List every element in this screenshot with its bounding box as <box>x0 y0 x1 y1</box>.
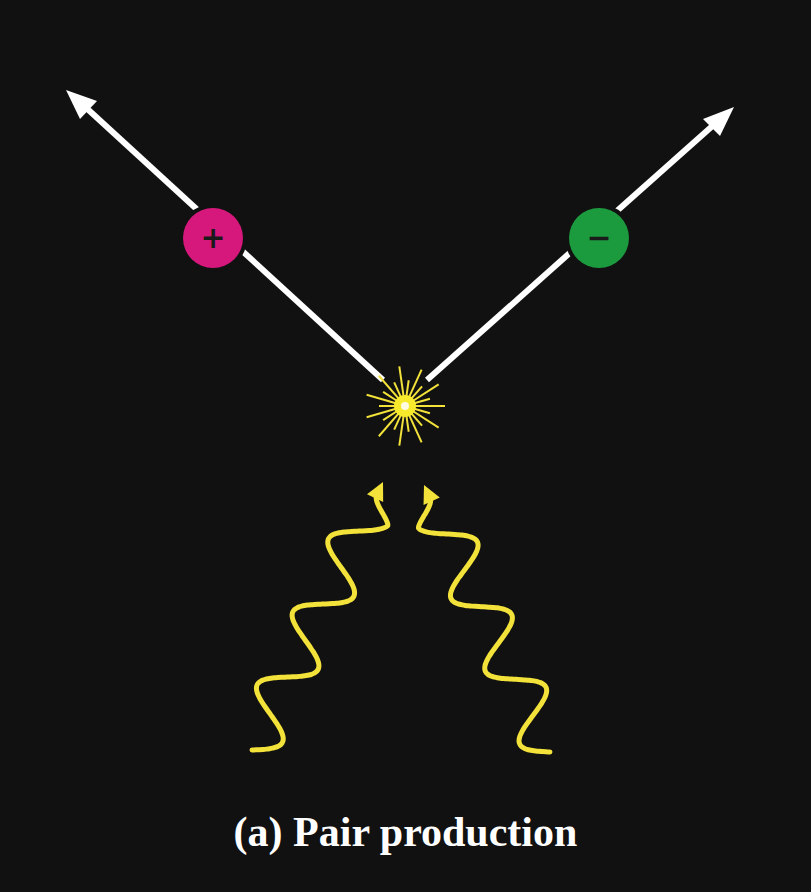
charge-sign: − <box>586 223 611 253</box>
arrowhead <box>367 482 383 502</box>
particle-tracks <box>66 90 734 380</box>
positron-circle: + <box>182 207 244 269</box>
arrowhead <box>424 485 440 505</box>
burst-ray <box>379 411 401 437</box>
electron-track <box>427 121 718 380</box>
positron-track <box>82 104 383 380</box>
track-gap <box>565 204 633 272</box>
particle-disc <box>569 208 629 268</box>
particle-disc <box>183 208 243 268</box>
burst-ray <box>407 411 421 442</box>
photon-wave <box>418 498 550 752</box>
electron-circle: − <box>568 207 630 269</box>
burst-ray <box>411 405 445 407</box>
starburst <box>367 366 445 445</box>
figure-caption: (a) Pair production <box>0 808 811 856</box>
charge-sign: + <box>200 223 225 253</box>
burst-ray <box>399 366 404 400</box>
photon-wave <box>252 495 388 750</box>
arrowhead <box>66 90 97 119</box>
arrowhead <box>703 107 734 136</box>
burst-core <box>394 395 416 417</box>
track-gap <box>179 204 247 272</box>
photon-waves <box>252 482 550 752</box>
burst-ray <box>367 408 400 418</box>
burst-core <box>401 402 409 410</box>
